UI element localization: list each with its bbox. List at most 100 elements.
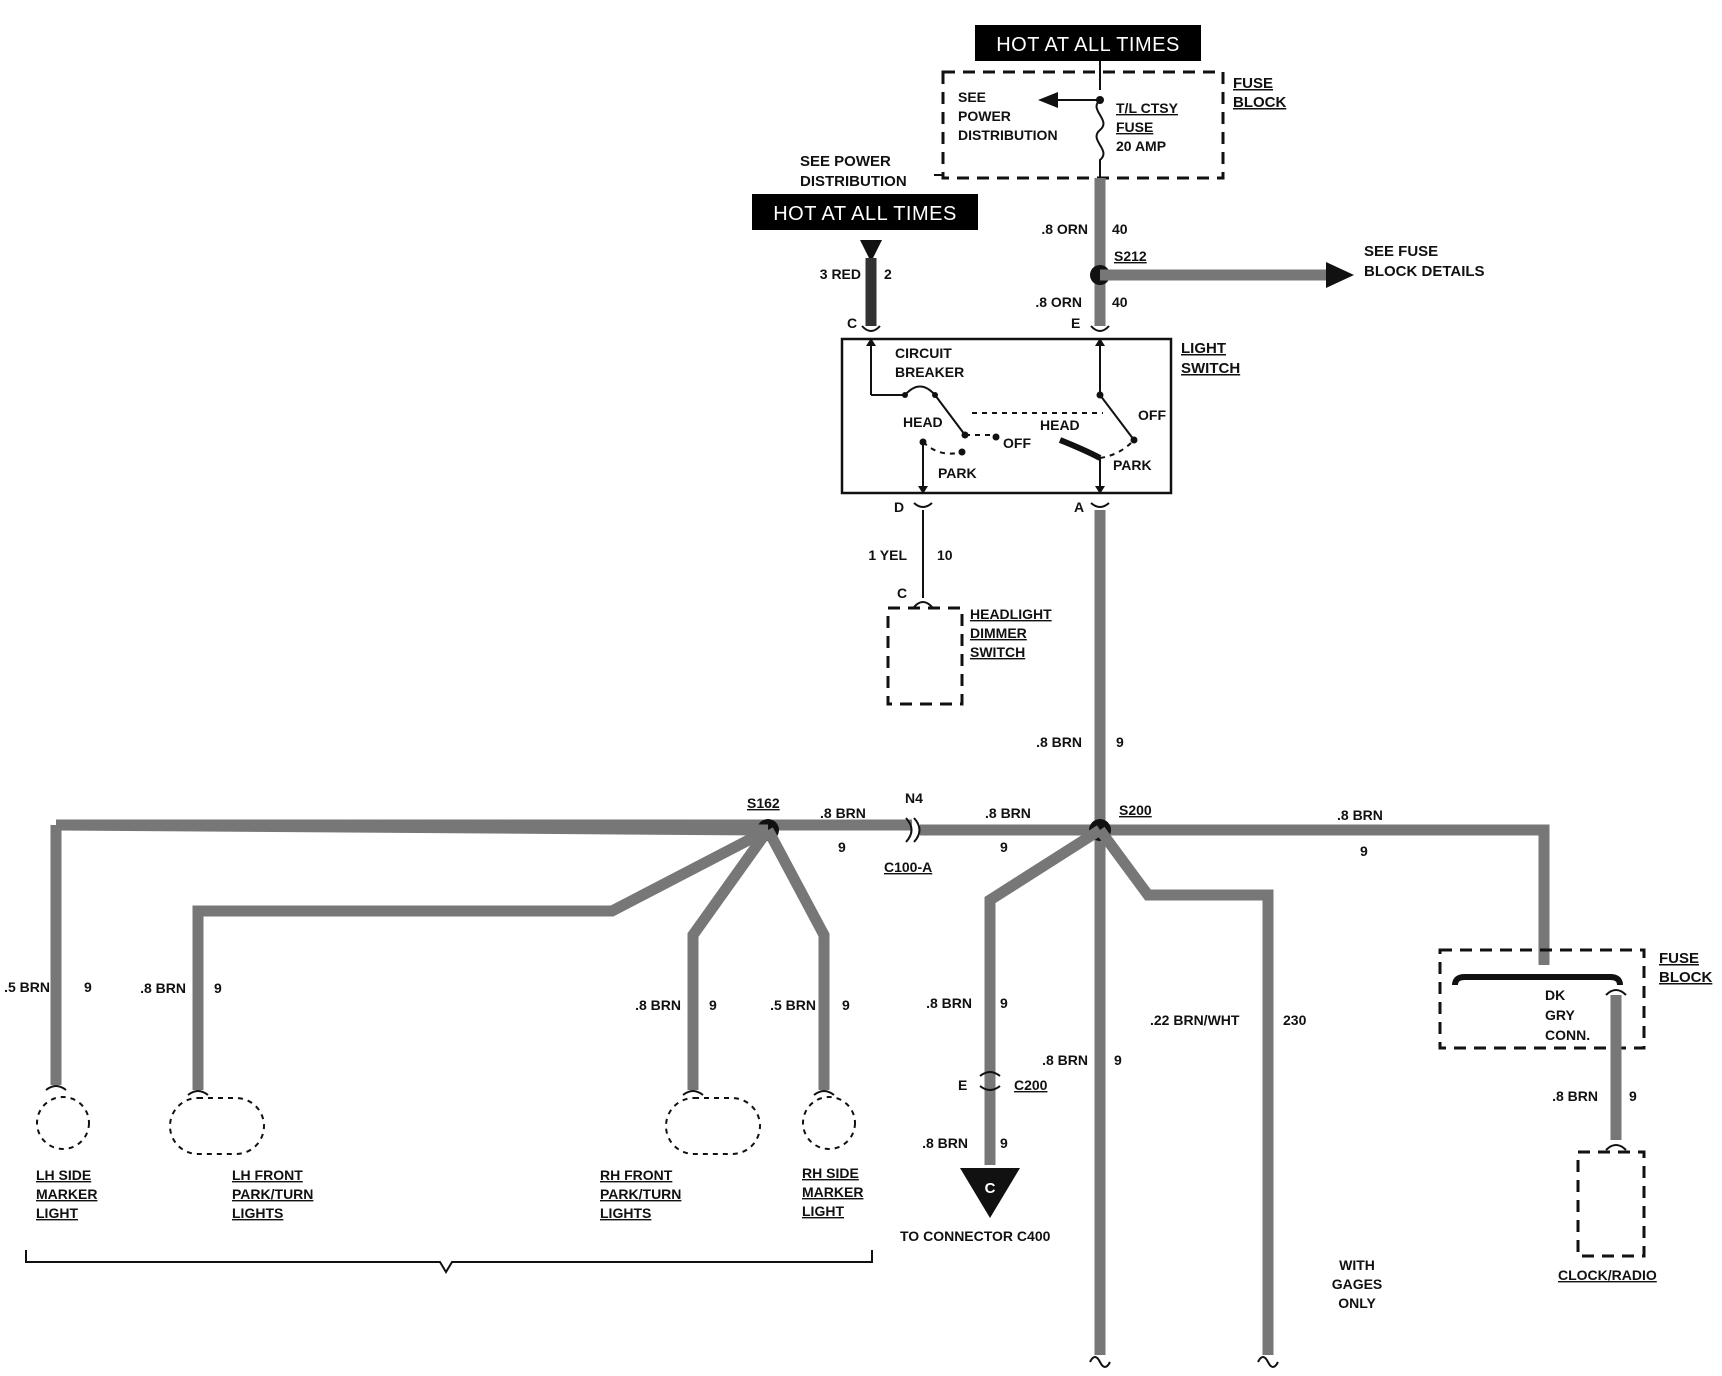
rh-side-label-2: MARKER <box>802 1184 863 1200</box>
connector-c-flag-icon <box>960 1168 1020 1218</box>
brn-right-gauge: .8 BRN <box>1337 807 1383 823</box>
clock-radio-label: CLOCK/RADIO <box>1558 1267 1657 1283</box>
lh-front-label-2: PARK/TURN <box>232 1186 313 1202</box>
lh-side-marker-bulb-icon <box>36 1096 90 1150</box>
fuse-label-3: 20 AMP <box>1116 138 1166 154</box>
lh-front-label-3: LIGHTS <box>232 1205 283 1221</box>
c200-connector-icon <box>979 1071 1001 1091</box>
brn-c200-bot-gauge: .8 BRN <box>922 1135 968 1151</box>
with-gages-2: GAGES <box>1332 1276 1383 1292</box>
orn-top-gauge: .8 ORN <box>1041 221 1088 237</box>
left-off-contact <box>992 433 1000 441</box>
hot-feed-arrow-icon <box>860 240 882 262</box>
orn-bottom-gauge: .8 ORN <box>1035 294 1082 310</box>
fuse-details-arrow-icon <box>1326 262 1354 288</box>
brn-rh-front-wire <box>687 826 773 1090</box>
right-park-dash <box>1099 439 1135 459</box>
s212-label: S212 <box>1114 248 1147 264</box>
brn-down-circuit: 9 <box>1114 1052 1122 1068</box>
lh-front-park-turn-bulb-icon <box>169 1097 265 1155</box>
hot-at-all-times-banner-top <box>975 25 1201 61</box>
s162-label: S162 <box>747 795 780 811</box>
brn-wht-wire <box>1095 826 1274 1355</box>
see-power-outer-2: DISTRIBUTION <box>800 173 907 190</box>
clock-radio-box <box>1576 1150 1646 1258</box>
brn-s162-circuit: 9 <box>838 839 846 855</box>
yel-gauge: 1 YEL <box>868 547 907 563</box>
see-fuse-details-2: BLOCK DETAILS <box>1364 263 1485 280</box>
switch-d-arrow-icon <box>918 486 928 494</box>
rh-front-label-3: LIGHTS <box>600 1205 651 1221</box>
pin-a-label: A <box>1074 499 1084 515</box>
headlight-dimmer-switch-box <box>886 606 964 706</box>
c100a-connector-icon <box>905 817 921 843</box>
fuse-block-right-label-2: BLOCK <box>1659 969 1712 986</box>
rh-side-connector <box>813 1090 835 1096</box>
fuse-block-right-label-1: FUSE <box>1659 950 1699 967</box>
dimmer-pin-label: C <box>897 585 907 601</box>
head-contact-bar <box>1058 437 1102 461</box>
connector-c-letter: C <box>985 1180 996 1197</box>
lh-side-connector <box>45 1085 67 1091</box>
brn-c200-top-gauge: .8 BRN <box>926 995 972 1011</box>
pin-a-connector <box>1090 502 1110 508</box>
circuit-breaker-label-1: CIRCUIT <box>895 345 952 361</box>
c200-label: C200 <box>1014 1077 1048 1093</box>
pin-e-connector <box>1090 325 1110 332</box>
brn-down-gauge: .8 BRN <box>1042 1052 1088 1068</box>
brn-wht-gauge: .22 BRN/WHT <box>1150 1012 1240 1028</box>
dimmer-label-3: SWITCH <box>970 644 1025 660</box>
cb-node-1 <box>902 392 908 398</box>
pin-d-connector <box>913 502 933 508</box>
brn-rh-side-wire <box>763 827 830 1090</box>
clock-feed-connector <box>1605 989 1627 996</box>
fuse-block-top-label-2: BLOCK <box>1233 94 1286 111</box>
rh-side-label-1: RH SIDE <box>802 1165 859 1181</box>
rh-side-marker-bulb-icon <box>802 1096 856 1150</box>
off-left-label: OFF <box>1003 435 1031 451</box>
park-left-label: PARK <box>938 465 977 481</box>
hot-at-all-times-banner-left <box>752 194 978 230</box>
dimmer-pin-connector <box>913 601 933 608</box>
brn-c200-wire <box>984 825 1103 1165</box>
brn-lh-front-gauge: .8 BRN <box>140 980 186 996</box>
conn-label-1: DK <box>1545 987 1565 1003</box>
brn-wht-continuation-icon <box>1257 1356 1279 1368</box>
brn-rh-side-circuit: 9 <box>842 997 850 1013</box>
brn-lh-front-wire <box>192 825 771 1090</box>
lh-front-label-1: LH FRONT <box>232 1167 303 1183</box>
brn-rh-side-gauge: .5 BRN <box>770 997 816 1013</box>
n4-label: N4 <box>905 790 923 806</box>
brn-bus-right <box>1100 824 1550 965</box>
brn-lh-front-circuit: 9 <box>214 980 222 996</box>
switch-right-arrow-icon <box>1095 338 1105 346</box>
with-gages-3: ONLY <box>1338 1295 1376 1311</box>
lh-side-label-1: LH SIDE <box>36 1167 91 1183</box>
right-off-contact <box>1130 436 1138 444</box>
fuse-label-2: FUSE <box>1116 119 1153 135</box>
s200-label: S200 <box>1119 802 1152 818</box>
brn-rh-front-gauge: .8 BRN <box>635 997 681 1013</box>
brn-clock-circuit: 9 <box>1629 1088 1637 1104</box>
brn-s162-gauge: .8 BRN <box>820 805 866 821</box>
lights-group-bracket <box>25 1250 873 1274</box>
rh-front-label-1: RH FRONT <box>600 1167 673 1183</box>
see-power-arrow-icon <box>1038 92 1058 108</box>
light-switch-title-2: SWITCH <box>1181 360 1240 377</box>
fuse-label-1: T/L CTSY <box>1116 100 1179 116</box>
clock-connector <box>1605 1144 1627 1151</box>
brn-c200-bot-circuit: 9 <box>1000 1135 1008 1151</box>
pin-c-label: C <box>847 315 857 331</box>
brn-lh-side-gauge: .5 BRN <box>4 979 50 995</box>
dimmer-label-2: DIMMER <box>970 625 1027 641</box>
see-power-inner-3: DISTRIBUTION <box>958 127 1058 143</box>
light-switch-title-1: LIGHT <box>1181 340 1226 357</box>
switch-left-arrow-icon <box>866 338 876 346</box>
see-power-inner-1: SEE <box>958 89 986 105</box>
head-right-label: HEAD <box>1040 417 1080 433</box>
with-gages-1: WITH <box>1339 1257 1375 1273</box>
hot-at-all-times-top: HOT AT ALL TIMES <box>996 34 1180 56</box>
brn-rh-front-circuit: 9 <box>709 997 717 1013</box>
left-park-dash <box>922 441 963 455</box>
